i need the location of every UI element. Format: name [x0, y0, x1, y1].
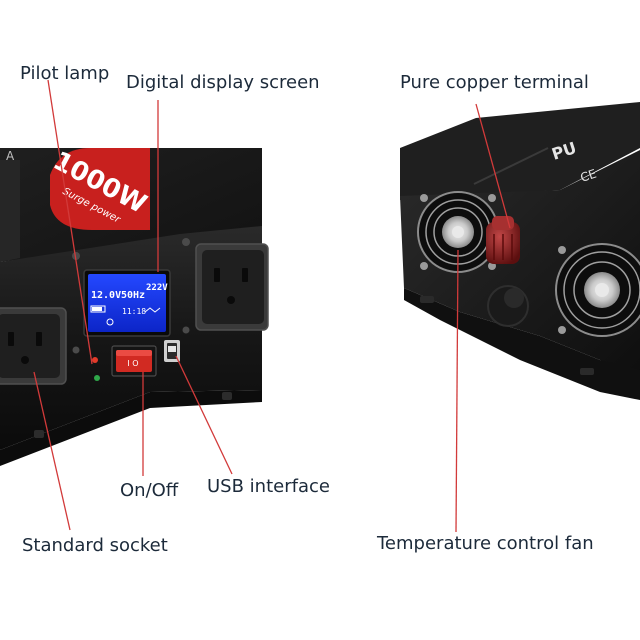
standard-socket-right: [195, 243, 269, 331]
label-pilot-lamp: Pilot lamp: [20, 63, 109, 84]
edge-mark: A: [6, 149, 15, 163]
pure-copper-terminal: [486, 216, 520, 264]
svg-text:I O: I O: [127, 359, 138, 368]
display-frequency: 50Hz: [121, 290, 145, 301]
inverter-front: 1000W Surge power A 12.0V 50Hz 222V 11:1…: [0, 146, 269, 466]
label-on-off: On/Off: [120, 480, 179, 501]
label-digital-display: Digital display screen: [126, 72, 320, 93]
cooling-fan-right: [555, 243, 640, 337]
leader-lines: [33, 79, 511, 533]
pilot-lamp-red: [92, 357, 98, 363]
ce-mark: CE: [579, 167, 599, 185]
label-temperature-control-fan: Temperature control fan: [376, 533, 594, 554]
power-badge: 1000W Surge power: [48, 146, 151, 230]
display-output-voltage: 222V: [146, 283, 168, 293]
display-battery-voltage: 12.0V: [91, 290, 121, 301]
label-pure-copper-terminal: Pure copper terminal: [400, 72, 589, 93]
on-off-switch[interactable]: I O: [111, 345, 157, 377]
label-standard-socket: Standard socket: [22, 535, 168, 556]
battery-level-icon: [90, 305, 106, 313]
display-time: 11:18: [122, 307, 146, 316]
standard-socket-left: [0, 307, 67, 385]
display-mode-icon: [106, 318, 114, 326]
digital-display-screen: 12.0V 50Hz 222V 11:18: [83, 269, 171, 337]
pilot-lamp-green: [94, 375, 100, 381]
negative-terminal: [487, 285, 529, 327]
label-usb-interface: USB interface: [207, 476, 330, 497]
inverter-rear: PU CE: [400, 102, 640, 400]
